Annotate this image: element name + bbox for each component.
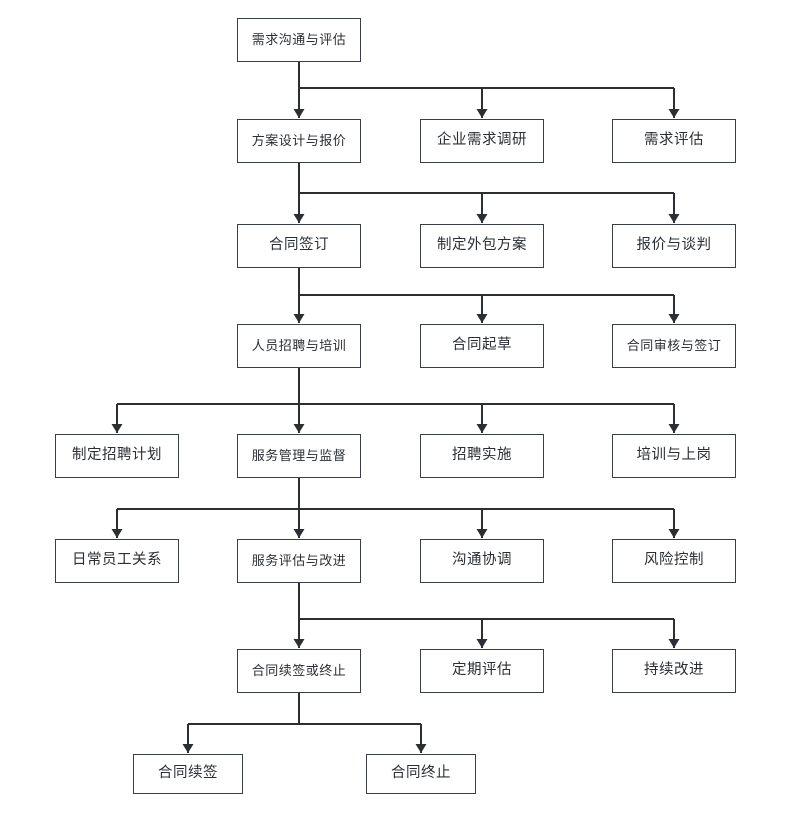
arrowhead-icon [668, 109, 680, 118]
flow-node-n19[interactable]: 合同续签或终止 [237, 649, 361, 693]
flow-node-label: 合同终止 [391, 765, 451, 782]
flow-node-label: 培训与上岗 [636, 447, 712, 464]
flow-node-n22[interactable]: 合同续签 [133, 754, 243, 794]
flow-node-label: 报价与谈判 [636, 237, 712, 254]
flow-node-label: 企业需求调研 [437, 132, 527, 149]
flow-node-label: 风险控制 [644, 552, 704, 569]
flow-node-label: 合同签订 [269, 237, 329, 254]
flow-node-n17[interactable]: 沟通协调 [420, 539, 544, 583]
arrowhead-icon [668, 424, 680, 433]
flow-node-label: 方案设计与报价 [251, 133, 347, 149]
arrowhead-icon [415, 744, 427, 753]
arrowhead-icon [476, 314, 488, 323]
flow-node-n20[interactable]: 定期评估 [420, 649, 544, 693]
flow-node-label: 合同起草 [452, 337, 512, 354]
arrowhead-icon [668, 529, 680, 538]
arrowhead-icon [476, 109, 488, 118]
flow-node-n16[interactable]: 服务评估与改进 [237, 539, 361, 583]
flow-node-n23[interactable]: 合同终止 [366, 754, 476, 794]
flow-node-label: 合同续签 [158, 765, 218, 782]
flow-node-n1[interactable]: 需求沟通与评估 [237, 18, 361, 62]
arrowhead-icon [111, 529, 123, 538]
flow-node-n2[interactable]: 方案设计与报价 [237, 119, 361, 163]
arrowhead-icon [293, 424, 305, 433]
flow-node-label: 服务评估与改进 [251, 553, 347, 569]
flow-node-n5[interactable]: 合同签订 [237, 224, 361, 268]
arrowhead-icon [668, 639, 680, 648]
flow-node-label: 制定外包方案 [437, 237, 527, 254]
flow-node-n6[interactable]: 制定外包方案 [420, 224, 544, 268]
arrowhead-icon [476, 214, 488, 223]
arrowhead-icon [293, 109, 305, 118]
flow-node-n13[interactable]: 招聘实施 [420, 434, 544, 478]
flow-node-n7[interactable]: 报价与谈判 [612, 224, 736, 268]
flow-node-n14[interactable]: 培训与上岗 [612, 434, 736, 478]
arrowhead-icon [111, 424, 123, 433]
flow-node-n3[interactable]: 企业需求调研 [420, 119, 544, 163]
flow-node-label: 需求评估 [644, 132, 704, 149]
flow-node-label: 需求沟通与评估 [251, 32, 347, 48]
flow-node-n8[interactable]: 人员招聘与培训 [237, 324, 361, 368]
flow-node-n21[interactable]: 持续改进 [612, 649, 736, 693]
flow-node-label: 合同续签或终止 [251, 663, 347, 679]
arrowhead-icon [182, 744, 194, 753]
flow-node-label: 合同审核与签订 [626, 338, 722, 354]
flow-node-n15[interactable]: 日常员工关系 [55, 539, 179, 583]
arrowhead-icon [668, 214, 680, 223]
flow-node-n4[interactable]: 需求评估 [612, 119, 736, 163]
flow-node-n9[interactable]: 合同起草 [420, 324, 544, 368]
flow-node-n10[interactable]: 合同审核与签订 [612, 324, 736, 368]
arrowhead-icon [668, 314, 680, 323]
arrowhead-icon [476, 639, 488, 648]
flow-node-n12[interactable]: 服务管理与监督 [237, 434, 361, 478]
flow-node-label: 服务管理与监督 [251, 448, 347, 464]
flow-node-label: 沟通协调 [452, 552, 512, 569]
flow-node-n18[interactable]: 风险控制 [612, 539, 736, 583]
flow-node-label: 招聘实施 [452, 447, 512, 464]
flow-node-label: 制定招聘计划 [72, 447, 162, 464]
flow-node-label: 定期评估 [452, 662, 512, 679]
arrowhead-icon [293, 639, 305, 648]
flow-node-label: 人员招聘与培训 [251, 338, 347, 354]
arrowhead-icon [476, 424, 488, 433]
flow-node-n11[interactable]: 制定招聘计划 [55, 434, 179, 478]
arrowhead-icon [293, 529, 305, 538]
flow-node-label: 日常员工关系 [72, 552, 162, 569]
arrowhead-icon [476, 529, 488, 538]
arrowhead-icon [293, 214, 305, 223]
flow-node-label: 持续改进 [644, 662, 704, 679]
arrowhead-icon [293, 314, 305, 323]
